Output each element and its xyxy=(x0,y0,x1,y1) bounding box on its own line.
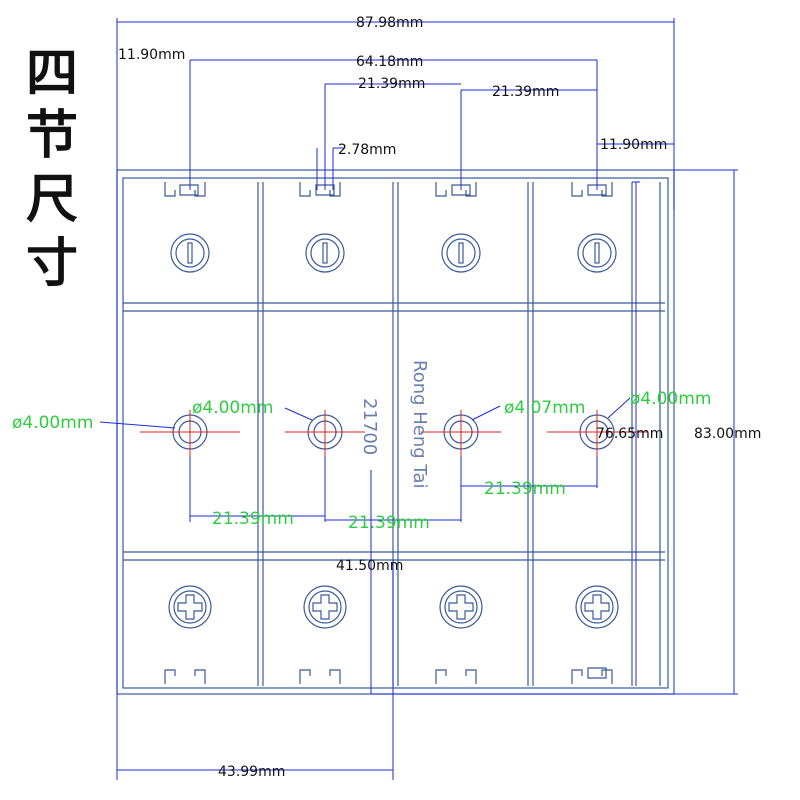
dim-overall-width: 87.98mm xyxy=(356,15,423,31)
mounting-hole-4 xyxy=(547,410,647,456)
brand-label: Rong Heng Tai xyxy=(409,360,430,488)
dim-inner-height: 76.65mm xyxy=(596,426,663,442)
dim-pitch-12: 21.39mm xyxy=(212,509,294,529)
hole-dimension-labels: ø4.00mm ø4.00mm ø4.07mm ø4.00mm 21.39mm … xyxy=(12,389,711,533)
dimension-labels: 87.98mm 11.90mm 64.18mm 21.39mm 21.39mm … xyxy=(118,15,761,780)
title-char-2: 节 xyxy=(26,106,79,166)
dim-center-line: 41.50mm xyxy=(336,558,403,574)
minus-icon xyxy=(577,233,617,273)
title-char-1: 四 xyxy=(26,44,79,104)
dim-pitch-34: 21.39mm xyxy=(484,479,566,499)
title-char-4: 寸 xyxy=(26,234,79,294)
dim-margin-right: 11.90mm xyxy=(600,137,667,153)
hole-dimension-lines xyxy=(99,397,631,522)
inner-frame xyxy=(122,177,669,689)
positive-terminals xyxy=(168,585,619,629)
dim-hole-4: ø4.00mm xyxy=(630,389,711,409)
upper-ribs xyxy=(123,302,665,312)
model-label: 21700 xyxy=(359,398,380,455)
dim-hole-2: ø4.00mm xyxy=(192,398,273,418)
minus-icon xyxy=(441,233,481,273)
dim-hole-3: ø4.07mm xyxy=(504,398,585,418)
dim-pitch-top-left: 21.39mm xyxy=(358,76,425,92)
top-tabs xyxy=(164,182,613,197)
mounting-holes xyxy=(140,410,647,456)
mounting-hole-1 xyxy=(140,410,240,456)
lower-ribs xyxy=(123,551,665,561)
mounting-hole-2 xyxy=(285,410,365,456)
negative-terminals xyxy=(170,233,617,273)
dim-pitch-23: 21.39mm xyxy=(348,513,430,533)
dim-half-width: 43.99mm xyxy=(218,764,285,780)
dim-tab-width: 2.78mm xyxy=(338,142,396,158)
dim-margin-left: 11.90mm xyxy=(118,47,185,63)
plus-icon xyxy=(303,585,347,629)
bottom-tabs xyxy=(164,667,613,684)
dim-hole-1: ø4.00mm xyxy=(12,413,93,433)
dim-pitch-top-right: 21.39mm xyxy=(492,84,559,100)
plus-icon xyxy=(439,585,483,629)
minus-icon xyxy=(305,233,345,273)
mounting-hole-3 xyxy=(421,410,501,456)
plus-icon xyxy=(168,585,212,629)
title-char-3: 尺 xyxy=(26,170,79,230)
dim-overall-height: 83.00mm xyxy=(694,426,761,442)
minus-icon xyxy=(170,233,210,273)
dim-span-outer: 64.18mm xyxy=(356,54,423,70)
plus-icon xyxy=(575,585,619,629)
dimension-lines xyxy=(116,18,738,780)
